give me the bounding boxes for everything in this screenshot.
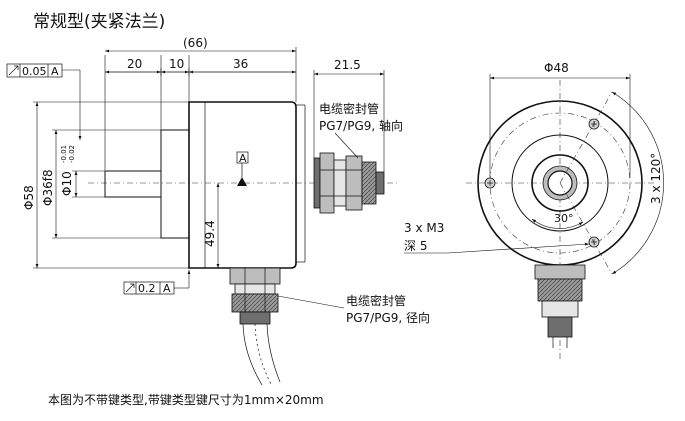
drawing-title: 常规型(夹紧法兰) (33, 12, 165, 32)
dim-58-label: Φ58 (22, 185, 36, 210)
angle-120-arc (611, 91, 664, 275)
side-view: A ( (6, 36, 430, 386)
runout-top-value: 0.05 (22, 65, 47, 78)
cable-axial-label-1: 电缆密封管 (319, 101, 379, 116)
hub-inner (531, 154, 589, 212)
dim-36-label: 36 (233, 57, 248, 71)
bottom-note: 本图为不带键类型,带键类型键尺寸为1mm×20mm (48, 393, 324, 407)
bolt-circle (489, 112, 631, 254)
runout-frame-top: 0.05 A (6, 63, 63, 78)
dim-49-4-label: 49.4 (203, 220, 217, 247)
cable-axial-label-2: PG7/PG9, 轴向 (319, 118, 403, 133)
cable-radial-leader (277, 295, 345, 309)
datum-label: A (239, 152, 247, 165)
runout-frame-bottom: 0.2 A (123, 281, 175, 295)
dim-48-label: Φ48 (544, 61, 569, 75)
housing (188, 101, 297, 269)
cable-axial-leader (334, 132, 359, 159)
front-view: Φ48 3 x 120° 30° 3 x M3 深 5 (404, 61, 664, 360)
dim-10-tol-upper: -0.01 (60, 145, 68, 163)
thread-leader (447, 242, 590, 254)
dim-66-label: (66) (183, 36, 208, 50)
runout-top-datum: A (51, 65, 59, 78)
thread-label-2: 深 5 (404, 239, 427, 253)
dim-10-label: Φ10 (60, 171, 74, 196)
dim-10-label: 10 (169, 57, 184, 71)
dim-20-label: 20 (127, 57, 142, 71)
cable-radial-label-1: 电缆密封管 (346, 293, 406, 308)
runout-bottom-datum: A (163, 282, 171, 295)
angle-30-label: 30° (554, 212, 574, 225)
dim-36f8-label: Φ36f8 (41, 169, 55, 206)
m3-hole-left (484, 177, 496, 189)
radial-cable-gland (229, 267, 281, 386)
datum-box (236, 151, 249, 164)
hub-ring (511, 134, 609, 232)
thread-label-1: 3 x M3 (404, 221, 444, 235)
angle-120-label: 3 x 120° (649, 153, 663, 204)
axial-cable-gland (313, 152, 385, 214)
dim-10-tol-lower: -0.02 (68, 145, 76, 163)
shaft (104, 170, 162, 198)
dim-21-5-label: 21.5 (334, 58, 361, 72)
cable-radial-label-2: PG7/PG9, 径向 (346, 310, 430, 325)
clamping-flange (160, 129, 190, 239)
runout-bottom-value: 0.2 (138, 282, 156, 295)
angle-30-arc (531, 218, 584, 229)
datum-triangle (237, 177, 247, 186)
front-cable-gland (534, 264, 586, 348)
